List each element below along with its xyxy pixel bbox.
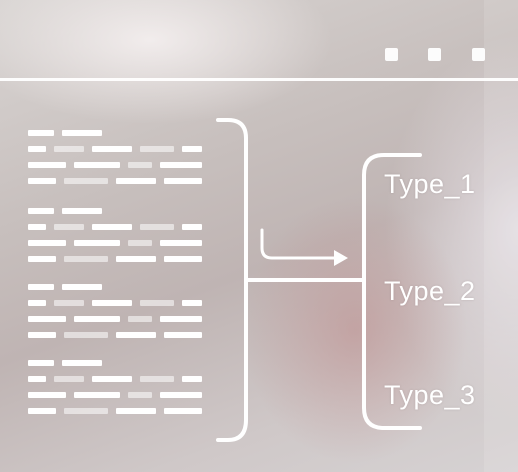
text-line bbox=[182, 146, 202, 152]
text-line bbox=[28, 316, 66, 322]
document-block bbox=[26, 130, 206, 192]
text-line bbox=[92, 300, 132, 306]
text-line bbox=[116, 408, 156, 414]
text-line bbox=[164, 256, 202, 262]
text-line bbox=[28, 332, 56, 338]
text-line bbox=[28, 208, 54, 214]
text-line bbox=[64, 332, 108, 338]
text-line bbox=[28, 130, 54, 136]
text-line bbox=[92, 224, 132, 230]
text-line bbox=[54, 224, 84, 230]
text-line bbox=[28, 284, 54, 290]
text-line bbox=[74, 162, 120, 168]
text-line bbox=[128, 162, 152, 168]
type-label-1: Type_1 bbox=[384, 169, 476, 199]
text-line bbox=[62, 284, 102, 290]
text-line bbox=[74, 392, 120, 398]
text-line bbox=[116, 332, 156, 338]
text-line bbox=[92, 146, 132, 152]
text-line bbox=[28, 300, 46, 306]
text-line bbox=[116, 256, 156, 262]
text-line bbox=[62, 208, 102, 214]
document-block bbox=[26, 284, 206, 346]
text-line bbox=[140, 224, 174, 230]
type-label-3: Type_3 bbox=[384, 380, 476, 410]
text-line bbox=[182, 224, 202, 230]
text-line bbox=[140, 300, 174, 306]
text-line bbox=[54, 376, 84, 382]
text-line bbox=[54, 300, 84, 306]
text-line bbox=[140, 376, 174, 382]
text-line bbox=[182, 300, 202, 306]
text-line bbox=[128, 316, 152, 322]
text-line bbox=[160, 392, 202, 398]
text-line bbox=[74, 240, 120, 246]
text-line bbox=[28, 360, 54, 366]
text-line bbox=[28, 240, 66, 246]
document-block bbox=[26, 360, 206, 422]
right-bracket-icon bbox=[216, 118, 248, 442]
text-line bbox=[28, 178, 56, 184]
left-bracket-icon bbox=[362, 153, 422, 430]
text-line bbox=[28, 162, 66, 168]
header-divider bbox=[0, 78, 518, 81]
document-block bbox=[26, 208, 206, 270]
text-line bbox=[64, 256, 108, 262]
type-label-2: Type_2 bbox=[384, 276, 476, 306]
text-line bbox=[116, 178, 156, 184]
text-line bbox=[164, 332, 202, 338]
text-line bbox=[182, 376, 202, 382]
text-line bbox=[160, 316, 202, 322]
text-line bbox=[164, 178, 202, 184]
text-line bbox=[28, 224, 46, 230]
text-line bbox=[160, 240, 202, 246]
text-line bbox=[62, 130, 102, 136]
text-line bbox=[54, 146, 84, 152]
text-line bbox=[28, 376, 46, 382]
text-line bbox=[28, 146, 46, 152]
window-dot-icon bbox=[385, 48, 398, 61]
text-line bbox=[128, 392, 152, 398]
text-line bbox=[64, 408, 108, 414]
text-line bbox=[74, 316, 120, 322]
curved-arrow-right-icon bbox=[260, 228, 348, 266]
text-line bbox=[62, 360, 102, 366]
text-line bbox=[164, 408, 202, 414]
text-line bbox=[160, 162, 202, 168]
text-line bbox=[28, 392, 66, 398]
window-dot-icon bbox=[472, 48, 485, 61]
text-line bbox=[28, 256, 56, 262]
text-line bbox=[64, 178, 108, 184]
window-header bbox=[0, 0, 518, 80]
text-line bbox=[92, 376, 132, 382]
text-line bbox=[28, 408, 56, 414]
text-line bbox=[128, 240, 152, 246]
text-line bbox=[140, 146, 174, 152]
window-dot-icon bbox=[428, 48, 441, 61]
